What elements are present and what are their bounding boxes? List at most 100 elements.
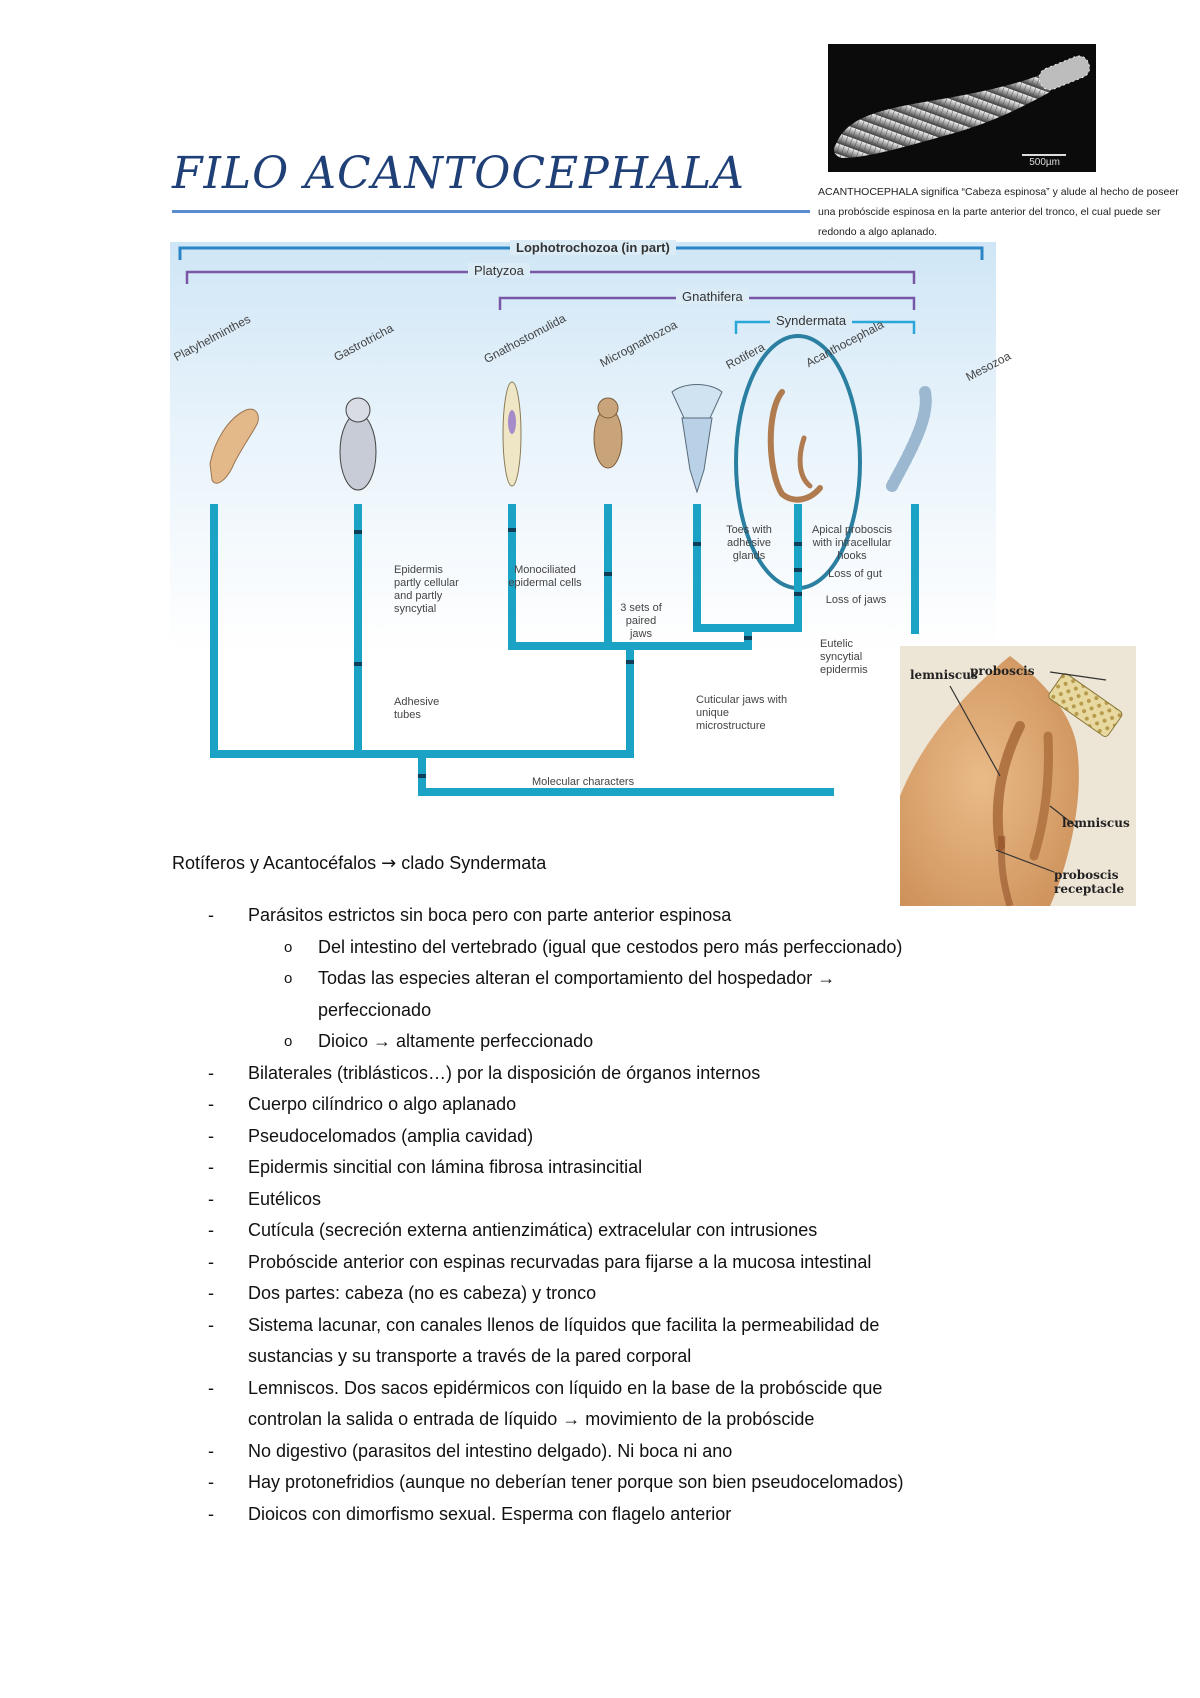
bullet-marker: - [208,1220,214,1240]
bullet-marker: - [208,1251,214,1272]
list-item-text: Pseudocelomados (amplia cavidad) [248,1125,534,1146]
character-epidermis: Epidermis partly cellular and partly syn… [394,564,459,615]
list-item: o Del intestino del vertebrado (igual que… [172,932,1172,964]
character-monociliated: Monociliated epidermal cells [508,564,582,589]
list-item: - No digestivo (parasitos del intestino d… [172,1436,1172,1468]
list-item-text: Parásitos estrictos sin boca pero con pa… [248,905,732,925]
list-item: - Lemniscos. Dos sacos epidérmicos con lí… [172,1373,1172,1405]
list-item-text: Dioicos con dimorfismo sexual. Esperma c… [248,1503,732,1524]
character-loss-of-gut: Loss of gut [828,568,882,580]
page-title: FILO ACANTOCEPHALA [172,148,745,199]
list-item-text: Sistema lacunar, con canales llenos de l… [248,1314,880,1335]
character-cuticular-jaws: Cuticular jaws with unique microstructur… [696,694,788,732]
list-item: - Cuerpo cilíndrico o algo aplanado [172,1089,1172,1121]
list-item-text: Cutícula (secreción externa antienzimáti… [248,1220,818,1240]
clade-label-platyzoa: Platyzoa [468,263,530,278]
character-paired-jaws: 3 sets of paired jaws [620,602,662,640]
list-item-text: Del intestino del vertebrado (igual que … [318,936,903,957]
list-item-text: perfeccionado [318,999,432,1020]
bullet-marker: - [208,1157,214,1177]
list-item: perfeccionado [172,995,1172,1027]
list-item-text: controlan la salida o entrada de líquido… [248,1409,815,1429]
acanthocephala-sem-illustration [834,55,1091,158]
micrograph-illustration [900,646,1136,906]
list-item: - Eutélicos [172,1184,1172,1216]
rotifera-drawing [671,384,723,494]
label-lemniscus-2: lemniscus [1062,816,1130,830]
scale-bar [1022,154,1066,156]
bullet-marker: - [208,905,214,925]
character-marks [354,528,802,778]
list-item-text: Dioico → altamente perfeccionado [318,1031,594,1051]
list-item-text: Todas las especies alteran el comportami… [318,968,836,988]
title-underline [172,210,810,213]
clade-label-syndermata: Syndermata [770,313,853,328]
bullet-marker: - [208,1283,214,1303]
scale-label: 500µm [1029,157,1060,168]
acanthocephala-drawing [767,389,823,503]
list-item-text: Dos partes: cabeza (no es cabeza) y tron… [248,1283,597,1303]
list-item-text: No digestivo (parasitos del intestino de… [248,1440,733,1461]
bullet-marker: - [208,1472,214,1492]
bullet-marker: o [284,970,293,987]
cladogram-graphics [170,242,996,796]
list-item: - Probóscide anterior con espinas recurva… [172,1247,1172,1279]
label-proboscis-receptacle: proboscis receptacle [1054,868,1125,896]
bullet-marker: - [208,1094,214,1114]
acanthocephala-sem-photo: 500µm [828,44,1096,172]
list-item-text: Eutélicos [248,1188,322,1209]
list-item-text: Probóscide anterior con espinas recurvad… [248,1251,872,1272]
arrow-icon: → [381,853,397,874]
platyzoa-bracket [185,270,916,284]
list-item: - Bilaterales (triblásticos…) por la disp… [172,1058,1172,1090]
bullet-marker: - [208,1314,214,1335]
character-adhesive-tubes: Adhesive tubes [394,696,440,721]
list-item: -Epidermis sincitial con lámina fibrosa … [172,1152,1172,1184]
bullet-marker: o [284,938,293,956]
list-item: - Cutícula (secreción externa antienzimát… [172,1215,1172,1247]
list-item: sustancias y su transporte a través de l… [172,1341,1172,1373]
character-apical-proboscis: Apical proboscis with intracellular hook… [811,524,893,562]
character-toes: Toes with adhesive glands [726,524,772,562]
phylogeny-cladogram: Lophotrochozoa (in part) Platyzoa Gnathi… [170,240,1013,822]
clade-label-gnathifera: Gnathifera [676,289,749,304]
label-lemniscus-1: lemniscus [910,668,978,682]
list-item-text: Lemniscos. Dos sacos epidérmicos con líq… [248,1377,883,1398]
platyhelminthes-drawing [209,408,259,484]
mesozoa-drawing [886,386,932,492]
gastrotricha-drawing [339,397,377,491]
label-proboscis: proboscis [970,664,1035,678]
bullet-marker: - [208,1503,214,1524]
gnathostomulida-drawing [502,381,522,487]
character-molecular: Molecular characters [532,776,635,788]
list-item-text: sustancias y su transporte a través de l… [248,1346,692,1366]
acanthocephala-micrograph: proboscis lemniscus lemniscus proboscis … [900,646,1136,906]
character-eutelic: Eutelic syncytial epidermis [820,638,868,676]
list-item-text: Bilaterales (triblásticos…) por la dispo… [248,1062,761,1083]
list-item: - Parásitos estrictos sin boca pero con p… [172,900,1172,932]
bullet-marker: - [208,1440,214,1461]
list-item: o Todas las especies alteran el comportam… [172,963,1172,995]
bullet-marker: - [208,1062,214,1083]
list-item-text: Hay protonefridios (aunque no deberían t… [248,1472,904,1492]
list-item: - Sistema lacunar, con canales llenos de … [172,1310,1172,1342]
cladogram-background [170,242,996,652]
photo-caption: ACANTHOCEPHALA significa “Cabeza espinos… [818,186,1179,238]
bullet-marker: - [208,1377,214,1398]
bullet-marker: - [208,1125,214,1146]
intro-text-end: clado Syndermata [396,853,547,873]
list-item-text: Cuerpo cilíndrico o algo aplanado [248,1094,517,1114]
intro-line: Rotíferos y Acantocéfalos → clado Synder… [172,853,546,874]
list-item: - Dos partes: cabeza (no es cabeza) y tro… [172,1278,1172,1310]
character-loss-of-jaws: Loss of jaws [825,594,887,606]
list-item: controlan la salida o entrada de líquido… [172,1404,1172,1436]
list-item: - Dioicos con dimorfismo sexual. Esperma … [172,1499,1172,1531]
list-item: - Hay protonefridios (aunque no deberían … [172,1467,1172,1499]
micrognathozoa-drawing [593,397,623,469]
list-item: - Pseudocelomados (amplia cavidad) [172,1121,1172,1153]
intro-text-start: Rotíferos y Acantocéfalos [172,853,382,873]
clade-label-lophotrochozoa: Lophotrochozoa (in part) [510,240,676,255]
bullet-marker: - [208,1188,214,1209]
characteristics-list: - Parásitos estrictos sin boca pero con p… [172,900,1172,1530]
